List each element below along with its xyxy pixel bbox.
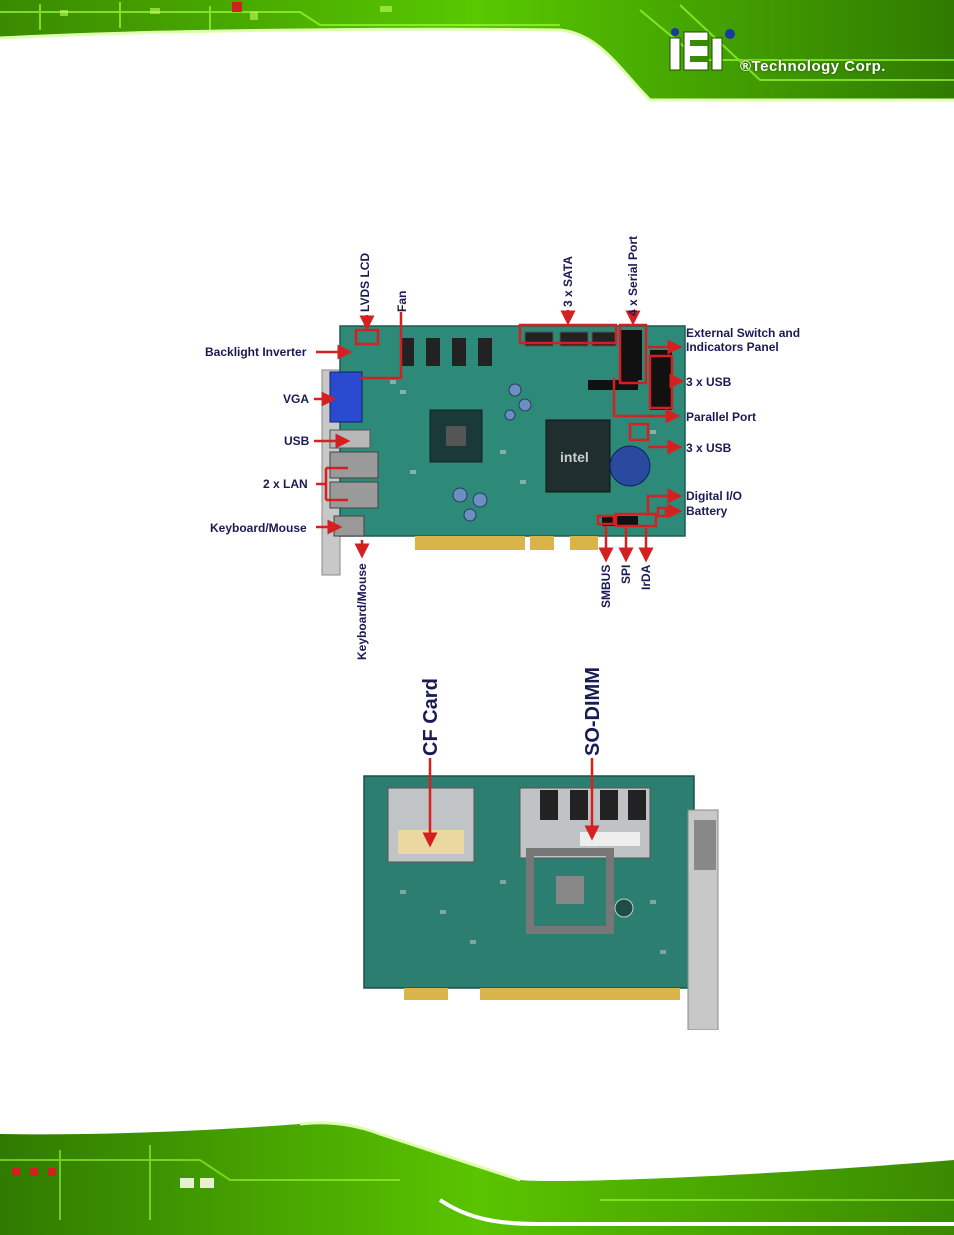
- header-banner: [0, 0, 954, 112]
- label-fan: Fan: [395, 290, 409, 312]
- label-keyboard-mouse-bottom: Keyboard/Mouse: [355, 563, 369, 660]
- label-irda: IrDA: [639, 564, 653, 590]
- label-usb-right-2: 3 x USB: [686, 441, 732, 455]
- label-keyboard-mouse-left: Keyboard/Mouse: [210, 521, 307, 535]
- label-vga: VGA: [283, 392, 310, 406]
- label-parallel-port: Parallel Port: [686, 410, 757, 424]
- label-external-switch-2: Indicators Panel: [686, 340, 779, 354]
- logo-text: ®Technology Corp.: [740, 58, 886, 75]
- label-usb-right-1: 3 x USB: [686, 375, 732, 389]
- label-sata: 3 x SATA: [561, 256, 575, 307]
- label-serial-port: 4 x Serial Port: [626, 235, 640, 316]
- label-battery: Battery: [686, 504, 728, 518]
- front-board-image: intel: [321, 325, 686, 576]
- front-annotation-arrows: [314, 310, 685, 563]
- label-smbus: SMBUS: [599, 564, 613, 608]
- label-so-dimm: SO-DIMM: [582, 667, 604, 756]
- svg-text:intel: intel: [560, 449, 589, 465]
- footer-banner: [0, 1120, 954, 1235]
- label-cf-card: CF Card: [420, 678, 442, 756]
- label-external-switch-1: External Switch and: [686, 326, 801, 340]
- company-logo: [668, 28, 738, 74]
- label-usb-left: USB: [284, 434, 310, 448]
- label-spi: SPI: [619, 564, 633, 584]
- label-lvds-lcd: LVDS LCD: [358, 252, 372, 312]
- label-backlight-inverter: Backlight Inverter: [205, 345, 307, 359]
- back-annotation-arrows: [422, 758, 600, 848]
- label-digital-io: Digital I/O: [686, 489, 743, 503]
- label-lan: 2 x LAN: [263, 477, 308, 491]
